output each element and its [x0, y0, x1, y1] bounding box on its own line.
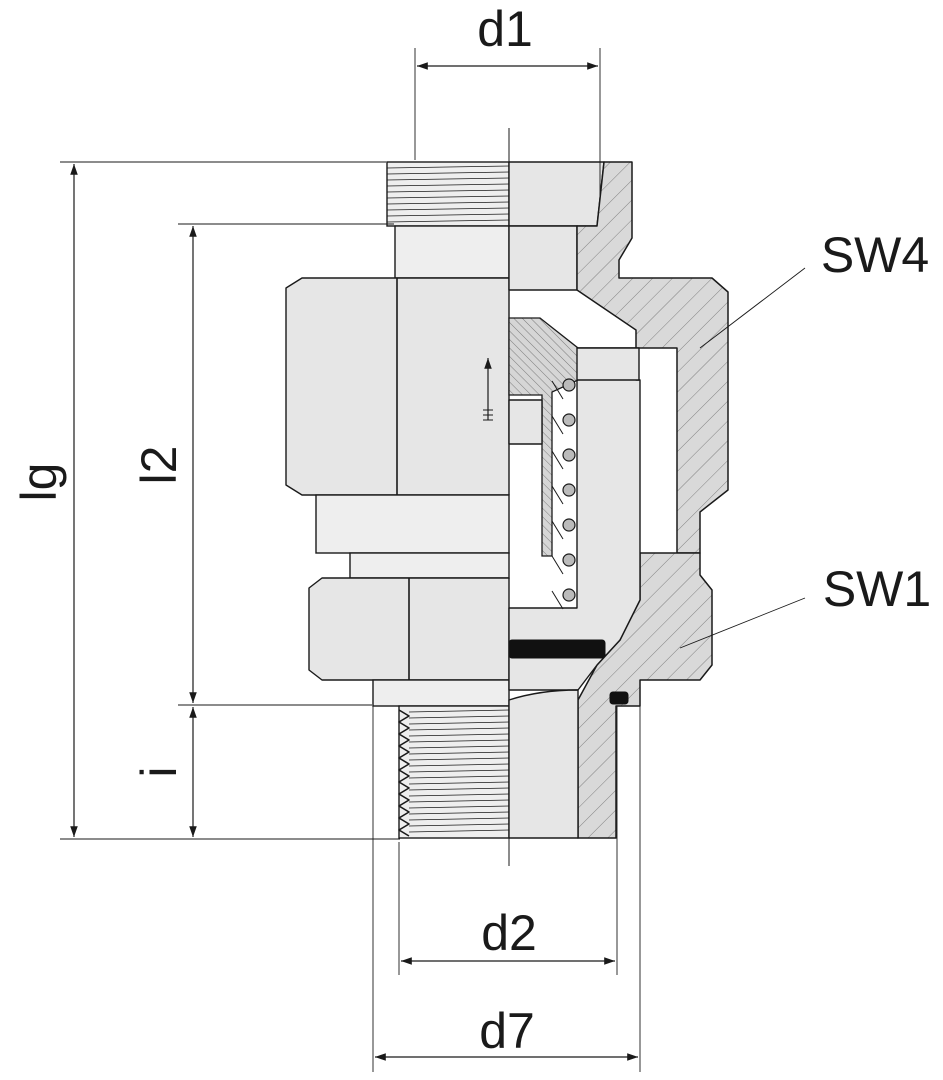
spring-wire — [551, 450, 564, 470]
spring-coil — [562, 483, 576, 497]
sw4-label: SW4 — [821, 227, 929, 283]
thread-line — [386, 165, 510, 169]
spring-coil — [562, 378, 576, 392]
section-view — [483, 161, 729, 839]
thread-line — [408, 799, 510, 803]
body-section — [576, 161, 729, 554]
thread-line — [408, 781, 510, 785]
thread-line — [408, 793, 510, 797]
thread-line — [386, 207, 510, 211]
thread-line — [408, 811, 510, 815]
thread-line — [386, 213, 510, 217]
top-thread — [386, 161, 510, 227]
spring-coil — [562, 413, 576, 427]
thread-line — [386, 171, 510, 175]
top-neck — [394, 225, 510, 279]
thread-line — [408, 805, 510, 809]
lg-label: lg — [11, 463, 67, 502]
thread-line — [386, 177, 510, 181]
spring-wire — [551, 555, 564, 575]
thread-line — [408, 751, 510, 755]
thread-line — [386, 219, 510, 223]
middle-ring — [349, 552, 510, 579]
d2-label: d2 — [481, 905, 537, 961]
thread-line — [408, 775, 510, 779]
thread-line — [386, 195, 510, 199]
sealing-washer — [372, 679, 510, 707]
bottom-thread-lines — [408, 709, 510, 833]
thread-line — [408, 745, 510, 749]
compression-spring — [551, 378, 576, 610]
spring-wire — [551, 485, 564, 505]
spring-wire — [551, 520, 564, 540]
middle-collar — [315, 494, 510, 554]
edge-seal — [609, 691, 629, 705]
thread-line — [408, 715, 510, 719]
d7-label: d7 — [479, 1003, 535, 1059]
spring-coil — [562, 553, 576, 567]
valve-poppet — [508, 317, 579, 557]
thread-line — [408, 769, 510, 773]
exterior-view — [285, 161, 510, 839]
thread-line — [386, 189, 510, 193]
thread-line — [408, 787, 510, 791]
thread-line — [408, 727, 510, 731]
spring-wire — [551, 415, 564, 435]
interior-bore — [508, 161, 605, 227]
thread-line — [408, 763, 510, 767]
thread-line — [408, 721, 510, 725]
spring-wire — [551, 590, 564, 610]
spring-coil — [562, 518, 576, 532]
thread-line — [408, 757, 510, 761]
thread-line — [408, 823, 510, 827]
thread-line — [408, 739, 510, 743]
thread-line — [408, 733, 510, 737]
spring-coil — [562, 448, 576, 462]
thread-line — [408, 817, 510, 821]
sw1-label: SW1 — [823, 561, 931, 617]
dimension-lines — [60, 48, 806, 1072]
thread-line — [408, 709, 510, 713]
thread-line — [386, 201, 510, 205]
spring-wire — [551, 380, 564, 400]
i-label: i — [131, 766, 187, 777]
top-thread-lines — [386, 165, 510, 223]
thread-line — [408, 829, 510, 833]
l2-label: l2 — [131, 446, 187, 485]
spring-coil — [562, 588, 576, 602]
thread-line — [386, 183, 510, 187]
o-ring-seal — [508, 639, 606, 659]
d1-label: d1 — [477, 1, 533, 57]
